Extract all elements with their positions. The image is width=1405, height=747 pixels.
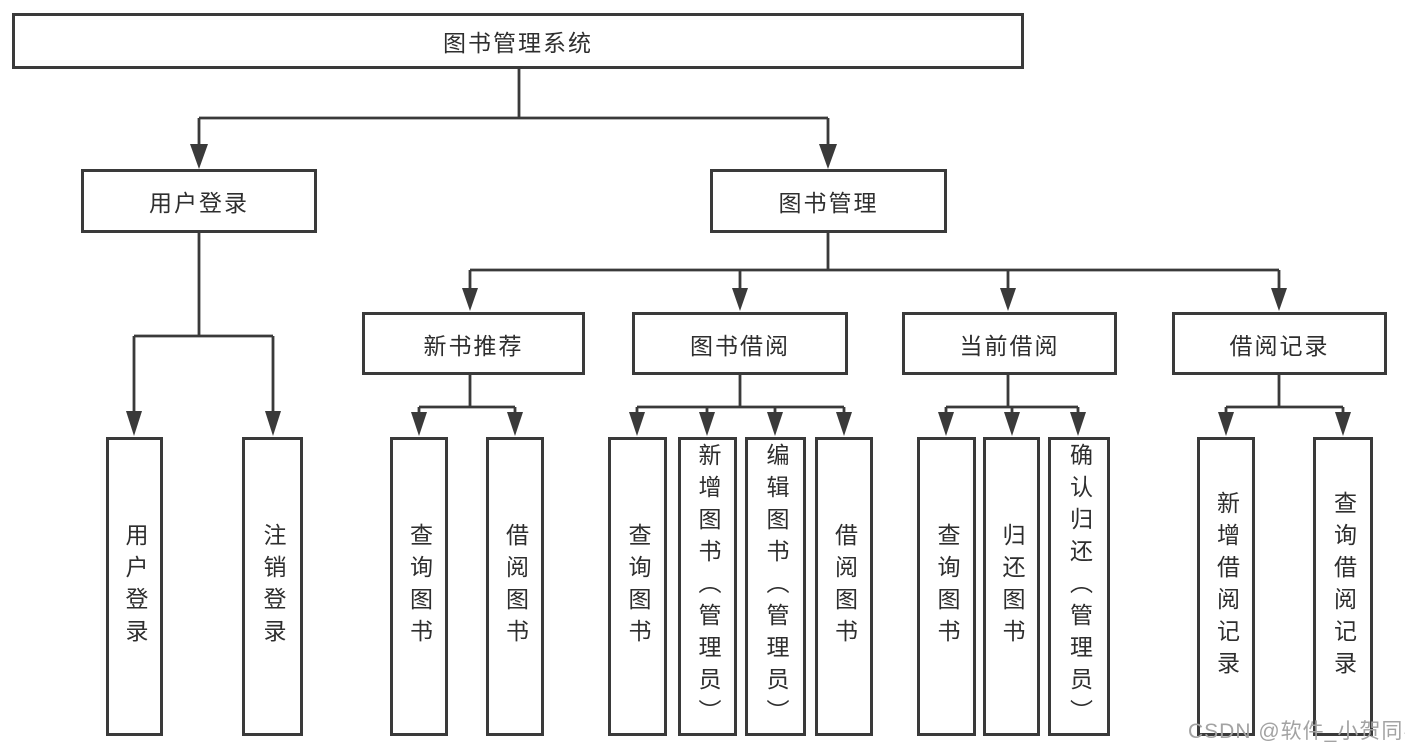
node-borrow-record: 借阅记录 [1172, 312, 1387, 375]
node-current-borrow: 当前借阅 [902, 312, 1117, 375]
leaf-query-books-borrow: 查询图书 [608, 437, 667, 736]
node-label: 图书管理系统 [443, 30, 593, 56]
leaf-return-books: 归还图书 [983, 437, 1040, 736]
node-label: 图书管理 [778, 190, 879, 216]
node-label: 用户登录 [149, 190, 249, 216]
node-label: 借阅图书 [831, 522, 858, 651]
leaf-user-login: 用户登录 [106, 437, 163, 736]
leaf-query-books-current: 查询图书 [917, 437, 976, 736]
node-system-root: 图书管理系统 [12, 13, 1024, 69]
leaf-edit-books-admin: 编辑图书（管理员） [745, 437, 806, 736]
node-label: 图书借阅 [690, 332, 790, 359]
node-label: 查询图书 [934, 522, 960, 651]
node-book-borrow: 图书借阅 [632, 312, 848, 375]
node-label: 新增借阅记录 [1213, 490, 1240, 683]
node-user-login: 用户登录 [81, 169, 317, 233]
node-label: 查询图书 [406, 522, 433, 651]
arrowheads [126, 144, 1351, 436]
leaf-logout: 注销登录 [242, 437, 303, 736]
leaf-query-books-recommend: 查询图书 [390, 437, 448, 736]
node-label: 当前借阅 [959, 332, 1060, 359]
node-label: 确认归还（管理员） [1066, 442, 1093, 731]
leaf-add-books-admin: 新增图书（管理员） [678, 437, 737, 736]
node-label: 借阅记录 [1229, 332, 1330, 359]
leaf-query-borrow-record: 查询借阅记录 [1313, 437, 1373, 736]
node-label: 注销登录 [260, 522, 286, 651]
node-label: 新书推荐 [423, 332, 524, 359]
node-label: 归还图书 [999, 522, 1025, 651]
leaf-borrow-books: 借阅图书 [815, 437, 873, 736]
leaf-add-borrow-record: 新增借阅记录 [1197, 437, 1255, 736]
node-label: 查询图书 [625, 522, 651, 651]
node-new-book-recommend: 新书推荐 [362, 312, 585, 375]
leaf-confirm-return-admin: 确认归还（管理员） [1048, 437, 1110, 736]
node-label: 编辑图书（管理员） [763, 442, 789, 731]
node-book-management: 图书管理 [710, 169, 947, 233]
node-label: 查询借阅记录 [1330, 490, 1357, 683]
csdn-watermark: CSDN @软件_小贺同学 [1188, 720, 1405, 743]
leaf-borrow-books-recommend: 借阅图书 [486, 437, 544, 736]
node-label: 借阅图书 [502, 522, 529, 651]
node-label: 新增图书（管理员） [695, 442, 721, 731]
node-label: 用户登录 [122, 522, 148, 651]
